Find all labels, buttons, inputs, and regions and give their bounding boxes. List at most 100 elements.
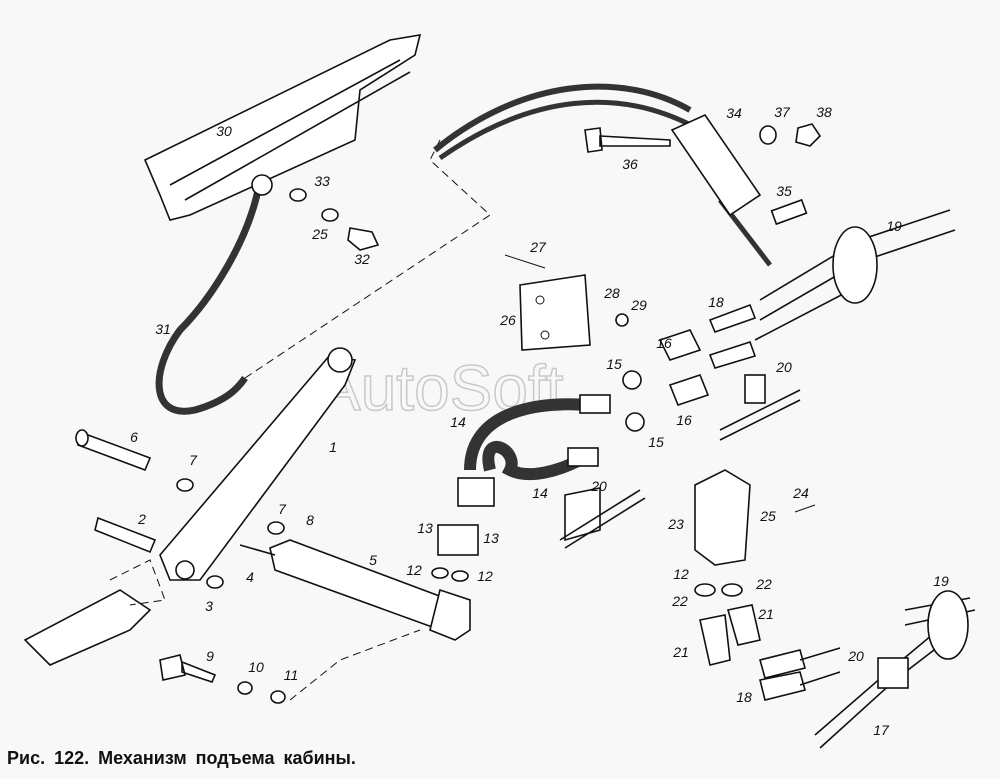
part-number-label: 23	[667, 516, 684, 532]
part-number-label: 3	[205, 598, 213, 614]
part-number-label: 7	[189, 452, 198, 468]
part-number-label: 18	[736, 689, 752, 705]
part-number-label: 9	[206, 648, 214, 664]
grommet	[927, 590, 969, 660]
part-number-label: 15	[648, 434, 664, 450]
part-number-label: 35	[776, 183, 792, 199]
seal-ring	[451, 570, 469, 582]
tee-block	[694, 469, 751, 566]
part-number-label: 12	[406, 562, 422, 578]
hose-end	[457, 477, 495, 507]
washer	[237, 681, 253, 695]
clip	[744, 374, 766, 404]
seal-ring	[721, 583, 743, 597]
washer	[176, 478, 194, 492]
frame-rail	[143, 34, 422, 221]
clip	[564, 487, 601, 542]
part-number-label: 32	[354, 251, 370, 267]
nut	[625, 412, 645, 432]
clip	[877, 657, 909, 689]
part-number-label: 1	[329, 439, 337, 455]
part-number-label: 15	[606, 356, 622, 372]
part-number-label: 33	[314, 173, 330, 189]
part-number-label: 5	[369, 552, 377, 568]
pin	[770, 198, 808, 226]
part-number-label: 8	[306, 512, 314, 528]
part-number-label: 17	[873, 722, 890, 738]
lever	[23, 589, 152, 666]
hose-fitting	[567, 447, 599, 467]
nut	[795, 123, 822, 147]
part-number-label: 19	[933, 573, 949, 589]
washer	[267, 521, 285, 535]
part-number-label: 16	[676, 412, 692, 428]
nut	[622, 370, 642, 390]
part-number-label: 36	[622, 156, 638, 172]
seal-ring	[694, 583, 716, 597]
part-number-label: 13	[417, 520, 433, 536]
bolt	[159, 654, 217, 683]
part-number-label: 25	[311, 226, 328, 242]
part-number-label: 21	[672, 644, 689, 660]
part-number-label: 20	[775, 359, 792, 375]
part-number-label: 6	[130, 429, 138, 445]
hydraulic-cylinder	[269, 539, 456, 629]
part-number-label: 22	[671, 593, 688, 609]
pin	[94, 516, 157, 554]
bolt	[347, 227, 380, 251]
part-number-label: 18	[708, 294, 724, 310]
washer	[321, 208, 339, 222]
pipe-clip	[719, 389, 801, 441]
part-number-label: 7	[278, 501, 287, 517]
fitting	[759, 649, 806, 701]
washer	[289, 188, 307, 202]
part-number-label: 34	[726, 105, 742, 121]
adapter	[437, 524, 479, 556]
part-number-label: 29	[630, 297, 647, 313]
part-number-label: 20	[847, 648, 864, 664]
fitting	[708, 303, 757, 334]
elbow	[726, 604, 761, 646]
part-number-label: 13	[483, 530, 499, 546]
part-number-label: 2	[137, 511, 146, 527]
part-number-label: 20	[590, 478, 607, 494]
hose	[464, 398, 591, 471]
part-number-label: 12	[477, 568, 493, 584]
part-number-label: 12	[673, 566, 689, 582]
part-number-label: 27	[529, 239, 547, 255]
part-number-label: 11	[284, 667, 299, 683]
figure-caption: Рис. 122. Механизм подъема кабины.	[7, 748, 356, 768]
cable-clamp	[670, 113, 762, 217]
part-number-label: 30	[216, 123, 232, 139]
part-number-label: 37	[774, 104, 791, 120]
upper-cable	[433, 83, 692, 153]
part-number-label: 25	[759, 508, 776, 524]
part-number-label: 24	[792, 485, 809, 501]
part-number-label: 14	[532, 485, 548, 501]
hose-fitting	[579, 394, 611, 414]
grommet	[832, 226, 878, 304]
part-number-label: 26	[499, 312, 516, 328]
elbow	[699, 614, 731, 666]
part-number-label: 31	[155, 321, 171, 337]
leader-line	[244, 139, 491, 379]
fitting	[708, 340, 757, 369]
part-number-label: 10	[248, 659, 264, 675]
nut	[615, 313, 629, 327]
fitting	[658, 329, 710, 406]
part-number-label: 16	[656, 335, 672, 351]
part-number-label: 14	[450, 414, 466, 430]
bolt	[584, 127, 671, 153]
part-number-label: 4	[246, 569, 254, 585]
part-number-label: 38	[816, 104, 832, 120]
seal-ring	[431, 567, 449, 579]
cable-eye	[251, 174, 273, 196]
washer	[206, 575, 224, 589]
part-number-label: 28	[603, 285, 620, 301]
washer	[270, 690, 286, 704]
part-number-label: 19	[886, 218, 902, 234]
pin	[77, 430, 152, 472]
